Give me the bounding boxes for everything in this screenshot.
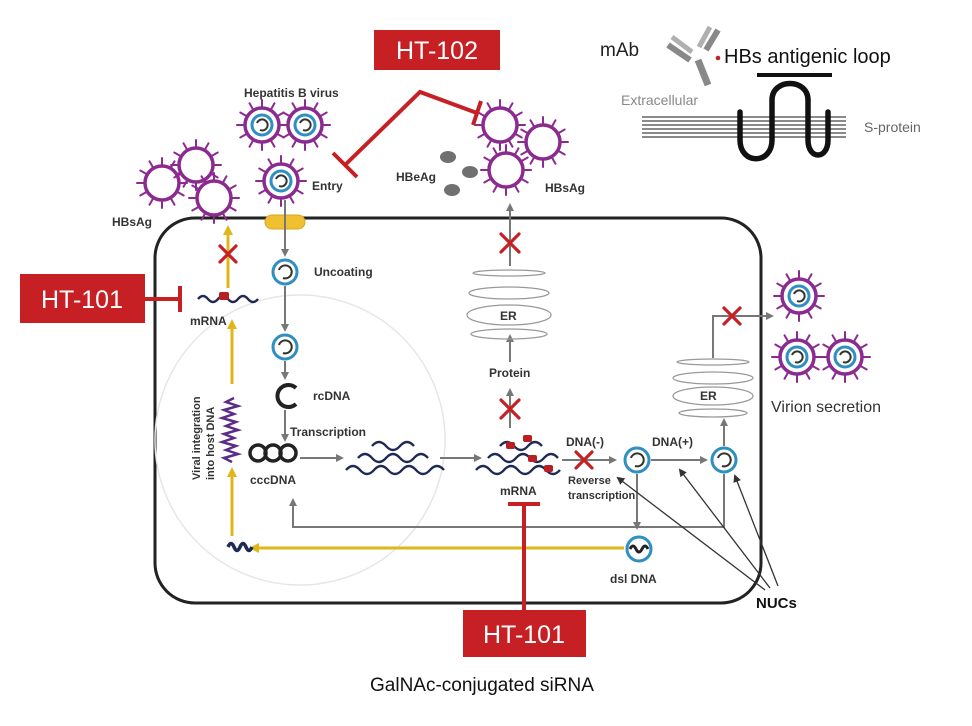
mab-label: mAb bbox=[600, 40, 639, 61]
mature-capsid bbox=[710, 446, 738, 474]
dna-minus-capsid bbox=[623, 446, 651, 474]
hbsag-particles-left bbox=[135, 138, 241, 225]
hepatitis-b-virus-label: Hepatitis B virus bbox=[244, 86, 339, 100]
integrated-hbsag-block-icon bbox=[218, 244, 238, 264]
cccdna-icon bbox=[248, 443, 298, 463]
ht101-bottom-box bbox=[463, 610, 586, 657]
capsid-recycling-arrow bbox=[289, 474, 725, 528]
dsl-dna-label: dsl DNA bbox=[610, 572, 657, 586]
hbs-antigenic-loop-label: HBs antigenic loop bbox=[724, 46, 891, 68]
er-right-label: ER bbox=[700, 389, 717, 403]
er-right bbox=[672, 358, 754, 418]
dna-minus-label: DNA(-) bbox=[566, 435, 604, 449]
ribosomes bbox=[506, 435, 553, 472]
ht102-intervention: HT-102 bbox=[331, 30, 500, 179]
dsl-dna-strand bbox=[628, 544, 650, 554]
membrane-bilayer bbox=[642, 116, 846, 138]
hepatocyte-cell bbox=[153, 216, 763, 605]
s-protein-loop bbox=[737, 80, 831, 162]
ht101-left-intervention: HT-101 bbox=[20, 274, 182, 323]
hbsag-secretion-block-icon bbox=[499, 232, 521, 254]
dsl-dna-capsid bbox=[625, 535, 653, 563]
integrated-dna-fragment bbox=[226, 541, 254, 553]
antibody-inset: mAb HBs antigenic loop Extracellular S-p… bbox=[600, 25, 921, 162]
translation-block-icon bbox=[499, 398, 521, 420]
pgrna-waves bbox=[345, 440, 445, 476]
galnac-caption: GalNAc-conjugated siRNA bbox=[370, 675, 594, 696]
reverse-transcription-block-icon bbox=[574, 450, 594, 470]
er-center bbox=[466, 269, 552, 340]
antibody-icon bbox=[666, 25, 721, 87]
hbeag-label: HBeAg bbox=[396, 170, 436, 184]
mrna-center-label: mRNA bbox=[500, 484, 537, 498]
hbsag-left-label: HBsAg bbox=[112, 215, 152, 229]
reverse-label: Reverse bbox=[568, 475, 611, 487]
hbsag-right-label: HBsAg bbox=[545, 181, 585, 195]
protein-label: Protein bbox=[489, 366, 530, 380]
hbeag-particles bbox=[440, 151, 478, 196]
viral-integration-label-1: Viral integration bbox=[191, 396, 203, 480]
ht102-inhibitor-line bbox=[343, 89, 478, 167]
ht101-bottom-label: HT-101 bbox=[483, 621, 565, 649]
nuclear-capsid bbox=[271, 333, 299, 361]
host-dna-integrated bbox=[217, 396, 243, 464]
nucs-pointers bbox=[616, 468, 779, 591]
viral-integration-label-2: into host DNA bbox=[205, 407, 217, 480]
s-protein-label: S-protein bbox=[864, 119, 921, 135]
er-center-label: ER bbox=[500, 309, 517, 323]
entry-label: Entry bbox=[312, 179, 343, 193]
mrna-left-label: mRNA bbox=[190, 314, 227, 328]
transcription-label-2: transcription bbox=[568, 490, 636, 502]
rcdna-label: rcDNA bbox=[313, 389, 351, 403]
virion-secretion-arrow bbox=[712, 312, 774, 358]
transcription-label: Transcription bbox=[290, 425, 366, 439]
ht101-bottom-intervention: HT-101 bbox=[463, 502, 586, 657]
cccdna-label: cccDNA bbox=[250, 473, 296, 487]
ht102-inhibitor-bar-left bbox=[331, 151, 359, 179]
integrated-mrna-ribosome bbox=[219, 292, 229, 300]
rcdna-icon bbox=[275, 383, 298, 409]
nucs-label: NUCs bbox=[756, 595, 797, 612]
uncoating-label: Uncoating bbox=[314, 265, 373, 279]
nucleus-outline bbox=[154, 294, 446, 586]
ht102-label: HT-102 bbox=[396, 37, 478, 65]
ht101-left-label: HT-101 bbox=[41, 286, 123, 314]
ht102-inhibitor-bar-right bbox=[471, 100, 483, 126]
uncoating-capsid bbox=[271, 258, 299, 286]
virion-secretion-block-icon bbox=[722, 306, 742, 326]
extracellular-label: Extracellular bbox=[621, 92, 698, 108]
ht102-box bbox=[374, 30, 500, 70]
dna-plus-label: DNA(+) bbox=[652, 435, 693, 449]
virion-secretion-label: Virion secretion bbox=[771, 399, 881, 416]
ht101-left-box bbox=[20, 274, 145, 323]
secreted-virions bbox=[772, 271, 870, 382]
